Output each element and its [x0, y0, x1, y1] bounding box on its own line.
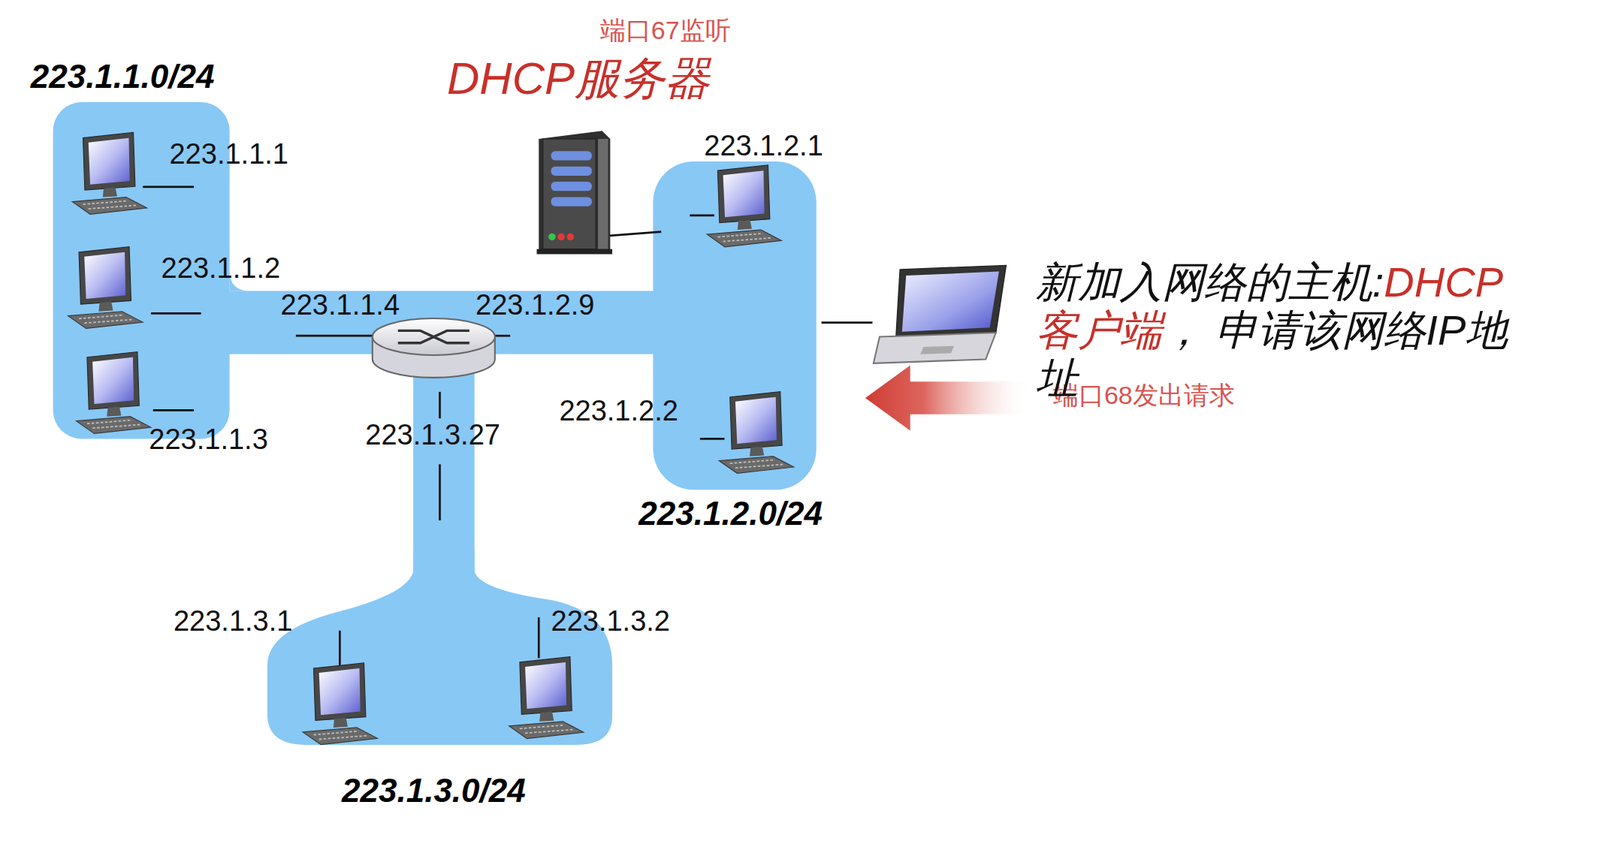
host-icons-part — [509, 657, 584, 740]
laptop-icon-part — [873, 332, 997, 364]
port-note: 端口67监听 — [600, 17, 731, 43]
client-note-text: 新加入网络的主机: — [1035, 258, 1385, 306]
wires-part — [689, 214, 715, 218]
host-icons-part — [72, 132, 147, 215]
server-icon-part — [537, 249, 613, 255]
server-icon-part — [543, 138, 597, 250]
ip-address: 223.1.2.2 — [558, 396, 678, 426]
subnet-label: 223.1.3.0/24 — [341, 774, 526, 808]
wires-part — [700, 437, 725, 441]
wires-part — [438, 464, 441, 521]
router-icon-part-part — [398, 330, 470, 343]
server-icon-part — [557, 233, 565, 242]
subnet-blob — [267, 551, 613, 746]
server-icon — [537, 130, 613, 254]
server-title: DHCP服务器 — [446, 56, 710, 102]
laptop-icon-part — [920, 346, 954, 355]
host-icons-part — [302, 663, 378, 746]
subnet-region: 223.1.2.1 223.1.2.9 223.1.2.2 223.1.2.0/24 — [464, 127, 847, 547]
server-icon-part — [538, 130, 610, 251]
host-icons-part — [68, 247, 143, 330]
router-icon-part — [372, 318, 496, 356]
laptop-icon — [873, 265, 1007, 363]
ip-address: 223.1.2.9 — [475, 290, 595, 320]
ip-address: 223.1.3.2 — [551, 606, 671, 636]
subnet-blob — [652, 161, 816, 490]
wires-part — [438, 392, 441, 419]
ip-address: 223.1.3.1 — [173, 606, 293, 636]
server-icon-part — [551, 196, 592, 206]
server-icon-part — [567, 233, 575, 242]
subnet-stem — [413, 347, 475, 582]
request-arrow — [865, 365, 1033, 432]
subnet-regions — [53, 102, 817, 746]
subnet-label: 223.1.1.0/24 — [30, 60, 215, 94]
subnet-label: 223.1.2.0/24 — [638, 497, 823, 531]
wires-part — [821, 321, 873, 324]
laptop-icon-part — [902, 271, 1000, 333]
ip-address: 223.1.2.1 — [703, 131, 823, 160]
server-icon-part — [551, 150, 592, 160]
ip-address: 223.1.3.27 — [365, 420, 501, 450]
host-icons-part — [76, 352, 151, 435]
subnet-region: 223.1.1.0/24223.1.1.1223.1.1.2223.1.1.42… — [25, 56, 333, 460]
server-icon-part — [597, 138, 609, 250]
request-arrow-part — [865, 365, 1033, 432]
router-icon-part-part — [398, 330, 470, 343]
ip-address: 223.1.1.2 — [161, 253, 281, 283]
host-icons-part — [718, 392, 794, 474]
wires — [142, 187, 873, 669]
wires-part — [537, 617, 541, 659]
wires-part — [338, 630, 342, 669]
port-note: 端口68发出请求 — [1053, 382, 1235, 408]
client-note: 新加入网络的主机:DHCP 客户端， 申请该网络IP地址 — [1035, 258, 1513, 404]
ip-address: 223.1.1.3 — [148, 425, 268, 454]
server-icon-part — [551, 166, 592, 176]
subnet-region: 223.1.3.27 223.1.3.1 223.1.3.2 223.1.3.0/24 — [163, 413, 694, 817]
ip-address: 223.1.1.4 — [280, 290, 400, 320]
router-icon — [372, 318, 496, 378]
host-icons-part — [706, 165, 782, 248]
router-icon-part — [398, 330, 470, 343]
wires-part — [150, 312, 202, 315]
laptop-icon-part — [896, 265, 1007, 338]
host-icons — [68, 132, 794, 746]
ip-address: 223.1.1.1 — [169, 139, 288, 169]
wires-part — [142, 185, 194, 188]
server-icon-part — [548, 233, 556, 242]
wires-part — [295, 335, 376, 338]
wires-part — [153, 409, 194, 412]
server-icon-part — [551, 181, 592, 191]
